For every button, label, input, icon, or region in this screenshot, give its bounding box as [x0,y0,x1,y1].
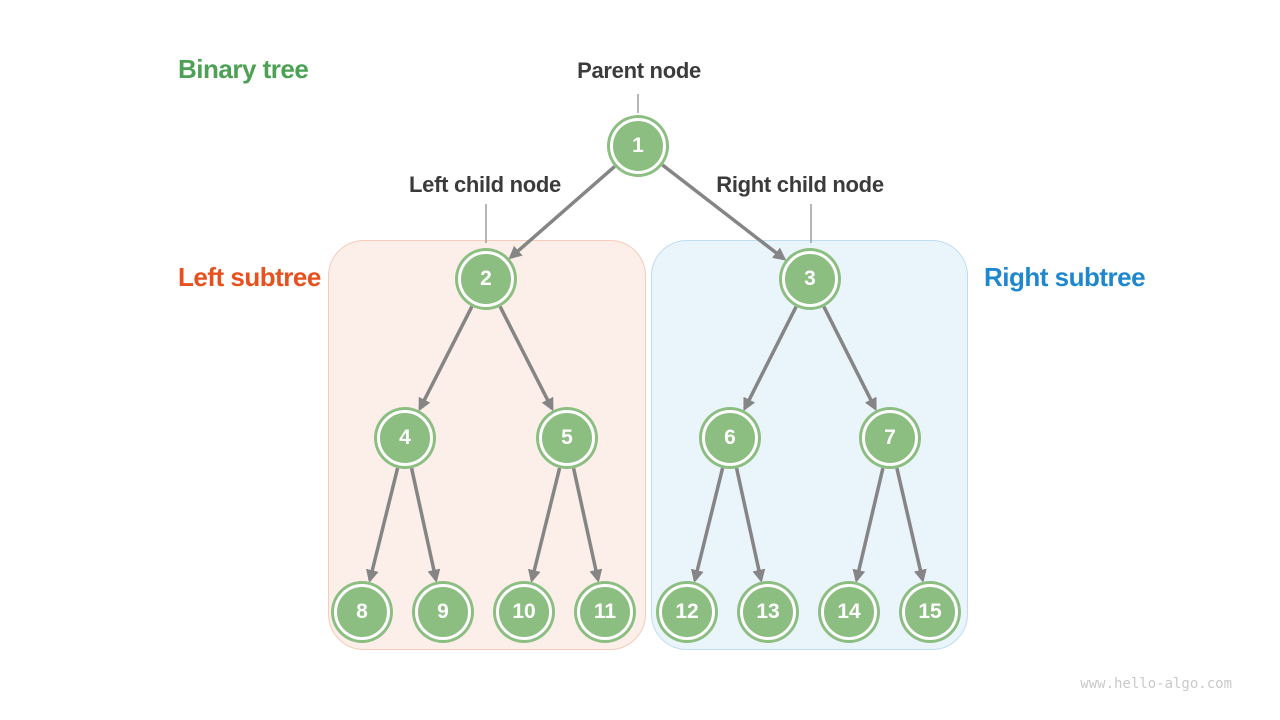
tree-node-9: 9 [415,584,471,640]
left-child-node-label: Left child node [409,172,561,197]
tree-node-8: 8 [334,584,390,640]
tree-node-15: 15 [902,584,958,640]
right-subtree-label: Right subtree [984,262,1146,292]
watermark: www.hello-algo.com [1080,676,1232,692]
left-subtree-label: Left subtree [178,262,321,292]
tree-node-2: 2 [458,251,514,307]
tree-node-4: 4 [377,410,433,466]
tree-node-11: 11 [577,584,633,640]
diagram-title: Binary tree [178,54,309,84]
tree-node-12: 12 [659,584,715,640]
tree-node-13: 13 [740,584,796,640]
tree-node-1: 1 [610,118,666,174]
right-child-node-label: Right child node [716,172,884,197]
tree-node-5: 5 [539,410,595,466]
tree-node-3: 3 [782,251,838,307]
parent-node-label: Parent node [577,58,701,83]
tree-node-6: 6 [702,410,758,466]
tree-node-14: 14 [821,584,877,640]
tree-node-7: 7 [862,410,918,466]
tree-node-10: 10 [496,584,552,640]
